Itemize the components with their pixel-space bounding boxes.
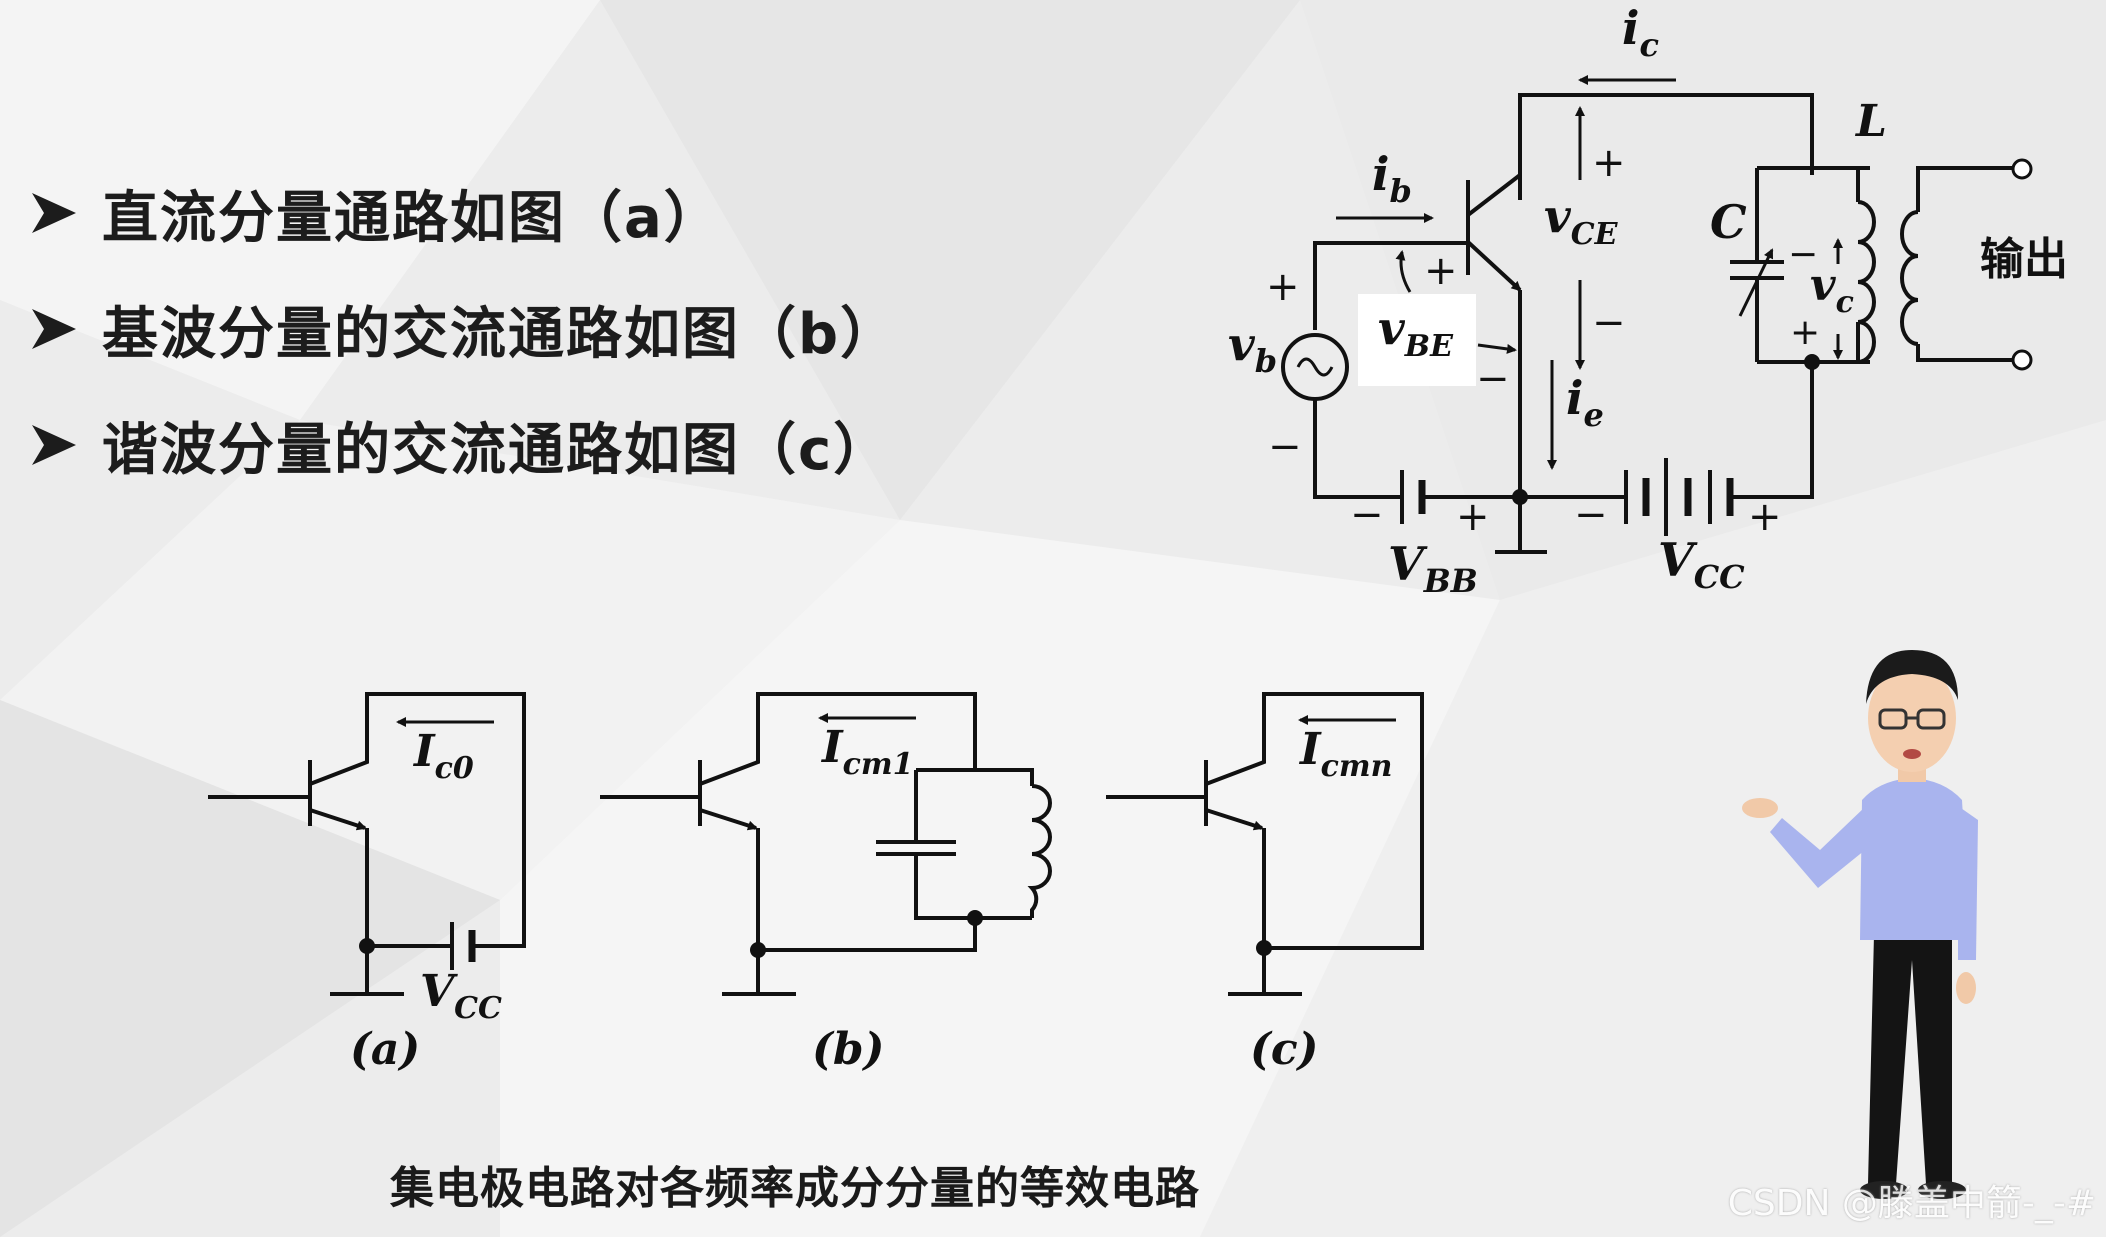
- tag-b: (b): [812, 1024, 884, 1075]
- vc-minus-sign: −: [1788, 234, 1818, 275]
- base-wire: [1313, 241, 1468, 330]
- watermark: CSDN @滕盖中箭-_-#: [1727, 1183, 2096, 1224]
- bullet-text: 谐波分量的交流通路如图（c）: [102, 417, 892, 483]
- vbe-arrow-up: [1395, 250, 1412, 293]
- icmn-label: Icmn: [1298, 724, 1392, 784]
- vce-minus-sign: −: [1592, 300, 1626, 346]
- tag-c: (c): [1250, 1024, 1318, 1075]
- bullet-dc-path: 直流分量通路如图（a）: [28, 168, 722, 258]
- vc-plus-sign: +: [1790, 312, 1820, 353]
- node-dot: [1256, 940, 1272, 956]
- vcc-label: VCC: [420, 966, 502, 1026]
- vcc-minus-sign: −: [1574, 492, 1608, 538]
- output-label: 输出: [1980, 234, 2068, 285]
- node-dot: [359, 938, 375, 954]
- ic-label: ic: [1622, 1, 1659, 64]
- sub-circuit-a: [208, 692, 526, 996]
- secondary-inductor: [1900, 210, 1919, 346]
- node-dot: [967, 910, 983, 926]
- vce-label: vCE: [1544, 189, 1619, 252]
- capacitor-label: C: [1710, 195, 1747, 249]
- arrow-bullet-icon: [32, 193, 76, 233]
- output-top-wire: [1916, 166, 2013, 212]
- transistor-emitter: [1466, 240, 1522, 292]
- vb-label: vb: [1228, 317, 1277, 380]
- vbb-plus-sign: +: [1456, 494, 1490, 540]
- vbe-plus-sign: +: [1424, 248, 1458, 294]
- ground-node-dot: [1512, 489, 1528, 505]
- transistor-collector: [1466, 173, 1522, 217]
- tank-node-dot: [1804, 354, 1820, 370]
- vbe-arrow-right: [1477, 343, 1517, 354]
- sub-circuit-b: [600, 692, 1052, 996]
- ib-label: ib: [1372, 147, 1412, 210]
- vbe-minus-sign: −: [1476, 356, 1510, 402]
- inductor-label: L: [1854, 96, 1887, 147]
- bullet-text: 直流分量通路如图（a）: [102, 185, 722, 251]
- tank-inductor: [1857, 200, 1876, 364]
- tag-a: (a): [350, 1024, 420, 1075]
- bullet-text: 基波分量的交流通路如图（b）: [102, 301, 899, 367]
- output-terminal-bottom: [2011, 349, 2033, 371]
- sub-circuit-c: [1106, 692, 1424, 996]
- vb-minus-sign: −: [1268, 424, 1302, 470]
- vb-plus-sign: +: [1266, 264, 1300, 310]
- vbb-left-wire: [1313, 399, 1400, 499]
- vbb-minus-sign: −: [1350, 492, 1384, 538]
- node-dot: [750, 942, 766, 958]
- vbe-label-box: [1358, 294, 1476, 386]
- vcc-label: VCC: [1658, 533, 1745, 596]
- ic0-label: Ic0: [412, 726, 474, 786]
- tank-inductor: [1027, 784, 1052, 918]
- vbe-label: vBE: [1378, 301, 1454, 364]
- collector-wire: [1518, 93, 1814, 200]
- bullet-harmonic-path: 谐波分量的交流通路如图（c）: [28, 400, 891, 490]
- arrow-bullet-icon: [32, 309, 76, 349]
- presenter-illustration: [1742, 650, 1978, 1199]
- vcc-plus-sign: +: [1748, 494, 1782, 540]
- main-circuit: [1281, 93, 2013, 554]
- vcc-right-wire: [1732, 362, 1814, 499]
- vbb-label: VBB: [1388, 537, 1478, 600]
- vc-label: vc: [1810, 260, 1854, 320]
- ie-label: ie: [1566, 371, 1604, 434]
- icm1-label: Icm1: [820, 722, 913, 782]
- vce-plus-sign: +: [1592, 140, 1626, 186]
- bullet-fundamental-path: 基波分量的交流通路如图（b）: [28, 284, 898, 374]
- output-bottom-wire: [1916, 344, 2013, 362]
- output-terminal-top: [2011, 158, 2033, 180]
- arrow-bullet-icon: [32, 425, 76, 465]
- figure-caption: 集电极电路对各频率成分分量的等效电路: [390, 1163, 1200, 1214]
